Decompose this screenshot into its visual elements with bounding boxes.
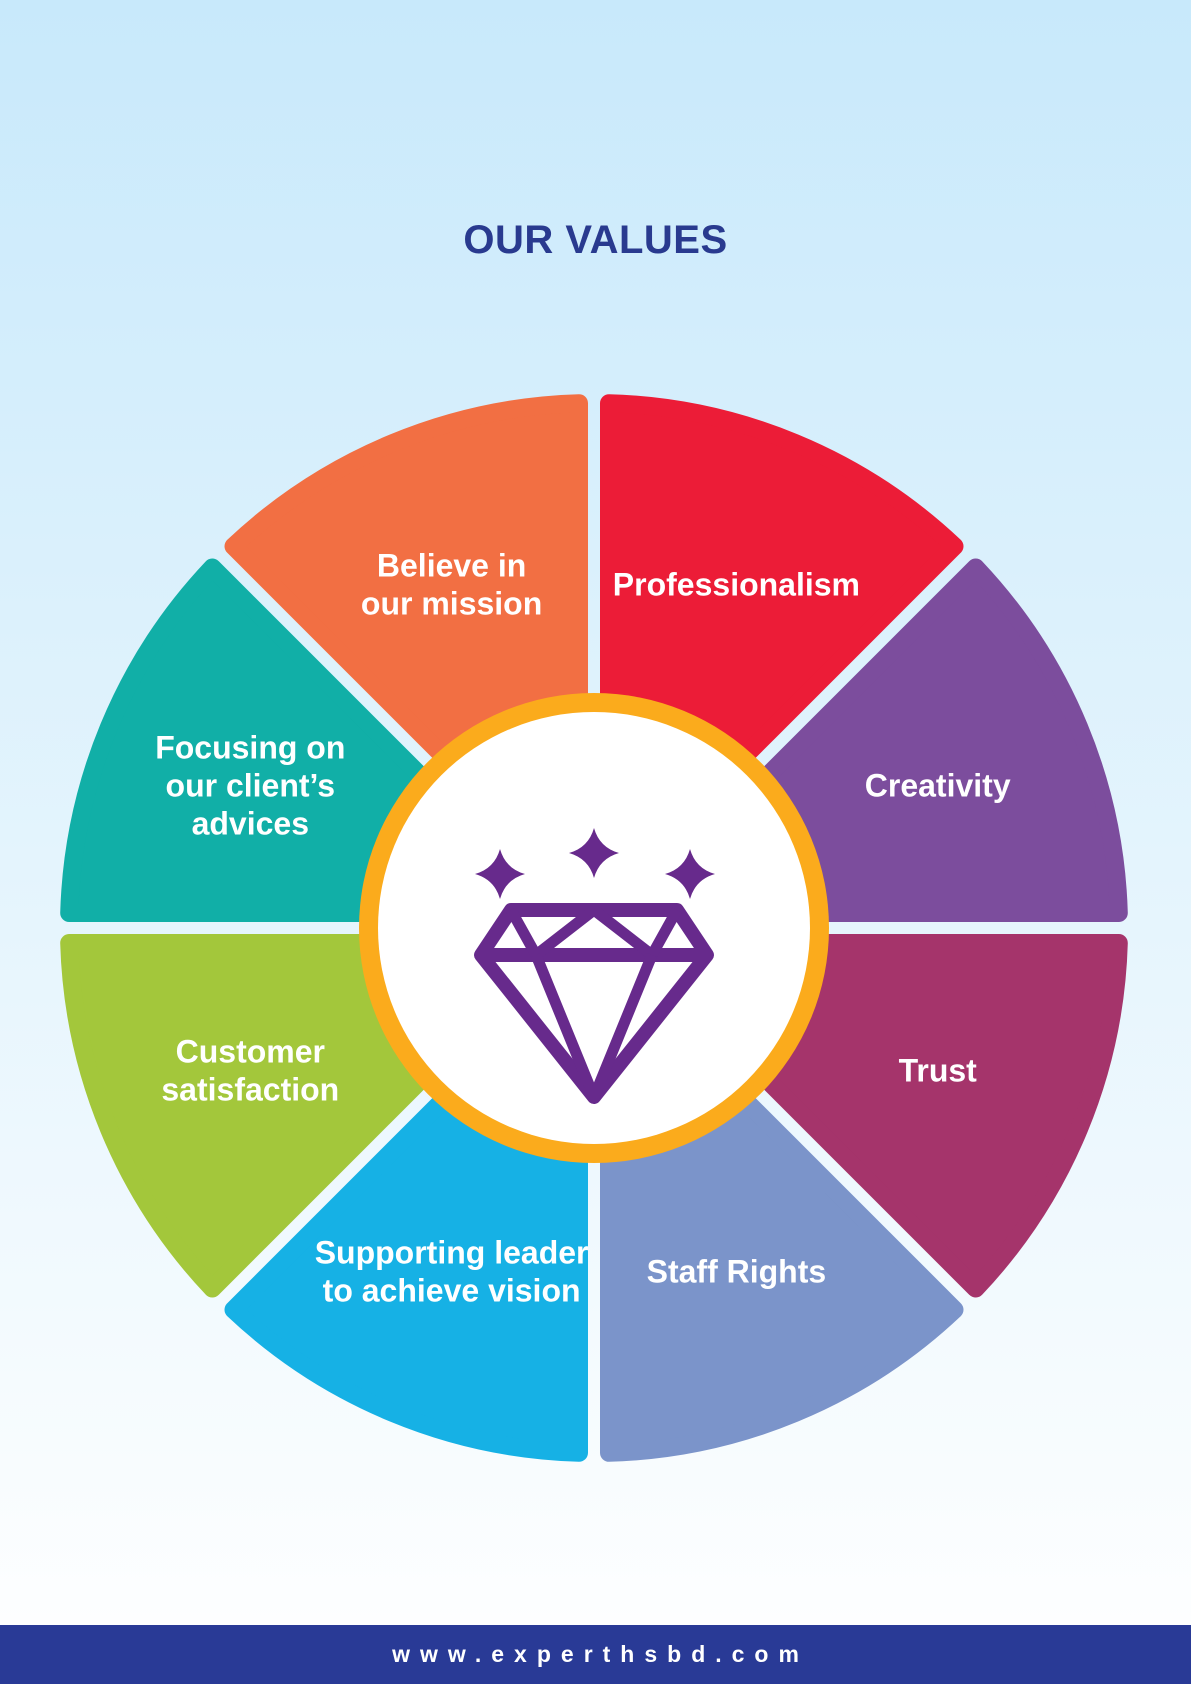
segment-label-line: Creativity xyxy=(865,768,1011,804)
page-title: OUR VALUES xyxy=(463,218,728,262)
segment-label-line: Focusing on xyxy=(155,730,345,766)
sparkle-icons xyxy=(475,828,715,899)
segment-label-line: our mission xyxy=(361,585,542,621)
diamond-icon xyxy=(474,903,714,1104)
wheel-hub xyxy=(359,693,829,1163)
segment-label-line: Supporting leader xyxy=(315,1235,589,1271)
segment-label-line: Trust xyxy=(899,1052,978,1088)
segment-label-line: Staff Rights xyxy=(647,1254,827,1290)
hub-center xyxy=(378,712,810,1144)
segment-label: Professionalism xyxy=(613,566,860,602)
diamond-pavilion-facet xyxy=(530,952,658,1103)
diamond-outline xyxy=(474,903,714,1104)
segment-label-line: Believe in xyxy=(377,547,526,583)
sparkle-icon xyxy=(475,849,525,899)
diamond-crown-facet xyxy=(506,904,682,961)
segment-label-line: to achieve vision xyxy=(323,1273,581,1309)
segment-label-line: Customer xyxy=(176,1033,325,1069)
segment-label: Staff Rights xyxy=(647,1254,827,1290)
segment-label: Trust xyxy=(899,1052,978,1088)
footer-bar: www.experthsbd.com xyxy=(0,1625,1191,1684)
sparkle-icon xyxy=(665,849,715,899)
segment-label: Creativity xyxy=(865,768,1011,804)
segment-label-line: advices xyxy=(192,806,309,842)
segment-label-line: our client’s xyxy=(166,768,336,804)
sparkle-icon xyxy=(569,828,619,878)
segment-label-line: satisfaction xyxy=(161,1071,339,1107)
segment-label-line: Professionalism xyxy=(613,566,860,602)
website-url[interactable]: www.experthsbd.com xyxy=(392,1641,809,1667)
